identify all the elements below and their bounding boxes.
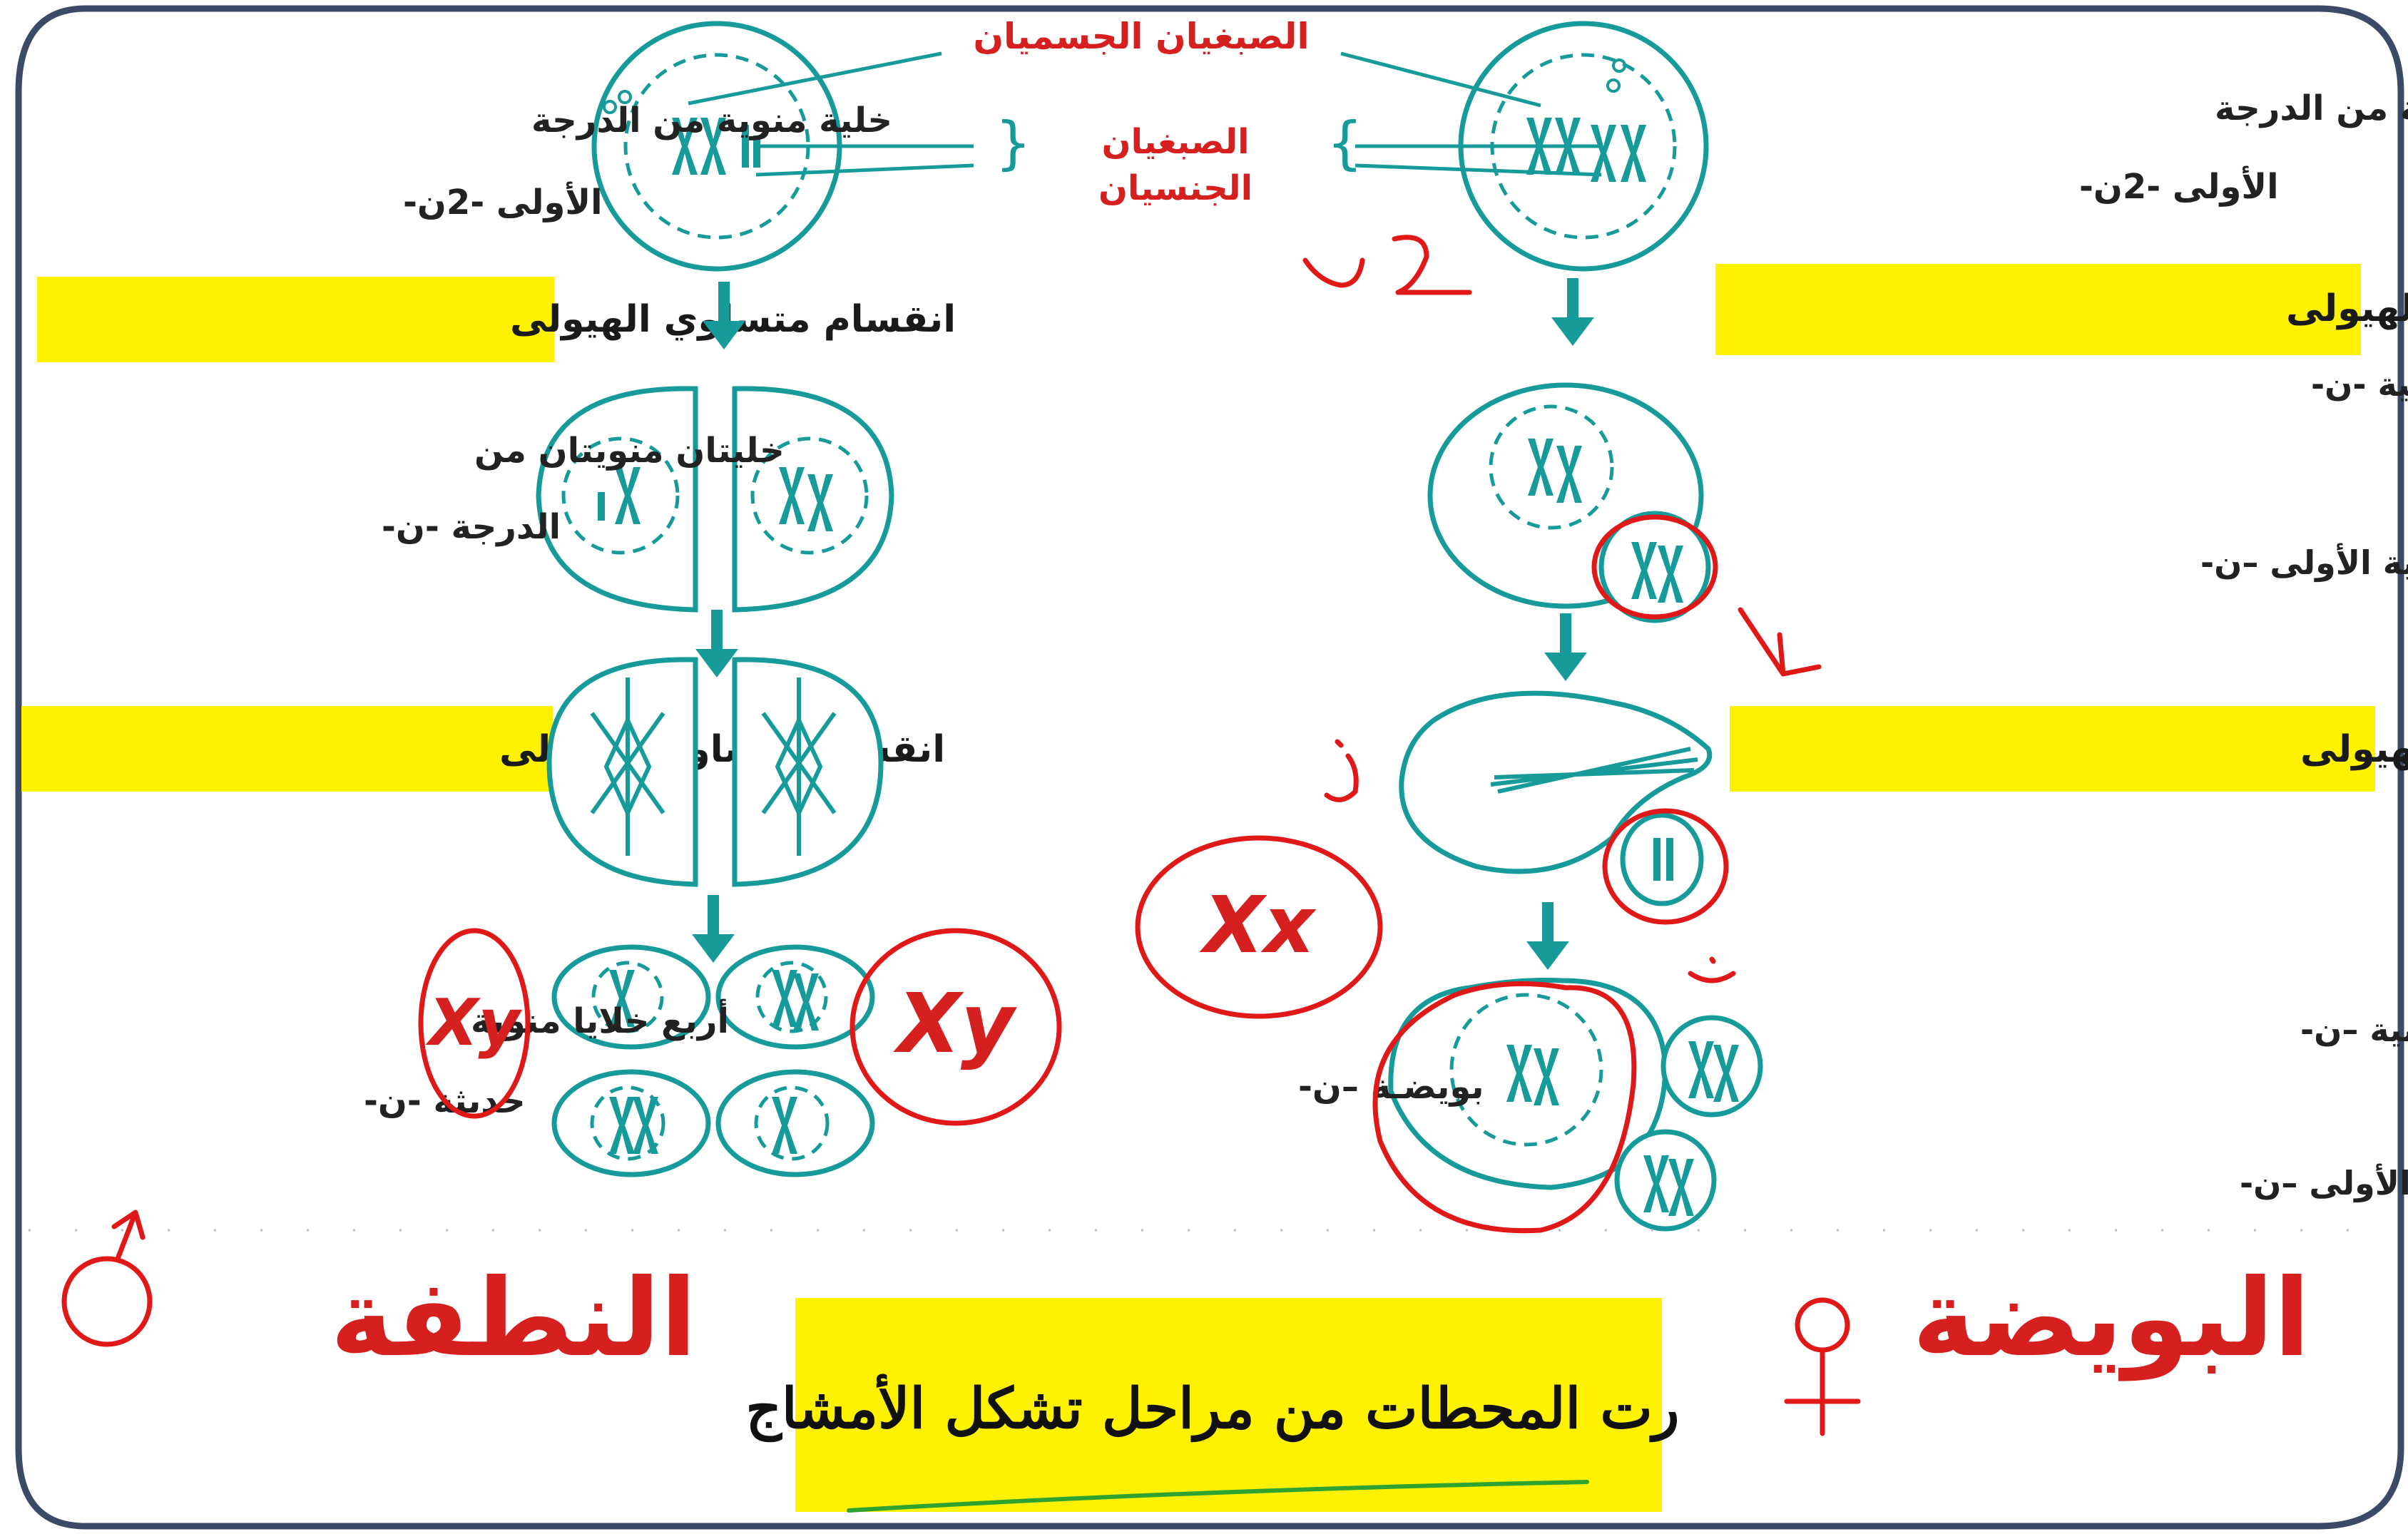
- handwritten-2n: 2 ن: [1394, 299, 1396, 300]
- secondary-oocyte-label: خلية بيضية من الدرجة الثانية -ن-: [2311, 365, 2408, 404]
- four-spermatids-cells: [551, 944, 875, 1177]
- primary-oocyte-label-2: الأولى -2ن-: [2079, 165, 2279, 207]
- svg-text:}: }: [995, 110, 1031, 176]
- handwritten-sperm-label: النطفة: [330, 1257, 697, 1381]
- handwritten-ovule-label: البويضة: [1912, 1257, 2310, 1381]
- title-box: رت المحطات من مراحل تشكل الأمشاج: [746, 1298, 1680, 1513]
- unequal-division-highlight-1: انقسام غير متساوي للهيولى: [1715, 264, 2408, 355]
- title-underline: [847, 1480, 1589, 1513]
- autosome-pointer-lines: } {: [688, 51, 1602, 177]
- ovum-label: بويضـة –ن-: [1298, 1067, 1484, 1107]
- four-spermatids-label-1: أربع خلايا منوية: [471, 998, 729, 1041]
- handwritten-xx: Xx: [1199, 879, 1317, 971]
- handwritten-xy-right: Xy: [893, 976, 1017, 1072]
- svg-text:{: {: [1327, 110, 1363, 176]
- unequal-division-highlight-2: انقسام غير متساوي للهيولى: [1730, 706, 2408, 792]
- secondary-spermatocytes-label-1: خليتان منويتان من: [474, 431, 785, 471]
- page-title: رت المحطات من مراحل تشكل الأمشاج: [746, 1374, 1680, 1443]
- primary-spermatocyte-label-2: الأولى -2ن-: [403, 181, 603, 223]
- ink-stroke: [1302, 257, 1365, 288]
- sex-chromosomes-label-1: الصبغيان: [1101, 122, 1249, 162]
- svg-text:انقسام غير متساوي للهيولى: انقسام غير متساوي للهيولى: [2286, 287, 2408, 330]
- primary-oocyte-label-1: خلية بيضية من الدرجة: [2215, 88, 2408, 128]
- dividing-spermatocytes-cells: [546, 657, 884, 887]
- handwritten-n: ن: [1712, 976, 1713, 978]
- secondary-spermatocytes-cells: [536, 386, 894, 613]
- autosomes-label: الصبغيان الجسميان: [973, 16, 1309, 57]
- ovum-and-polar-bodies: [1388, 977, 1763, 1232]
- second-polar-body-label: الكرية القطبية الثانية –ن-: [2300, 1011, 2408, 1049]
- ink-stroke: [1392, 235, 1472, 295]
- handwritten-annotations: [61, 235, 1861, 1436]
- secondary-spermatocytes-label-2: الدرجة -ن-: [382, 507, 561, 547]
- first-polar-body-label-bottom: الكرية القطبية الأولى –ن-: [2240, 1163, 2408, 1202]
- secondary-oocyte-cell: [1427, 382, 1711, 623]
- male-symbol-icon: ♂: [107, 1308, 108, 1309]
- sex-chromosomes-label-2: الجنسيان: [1098, 168, 1253, 208]
- first-polar-body-label-top: الكرية القطبية الأولى –ن-: [2200, 543, 2408, 582]
- primary-spermatocyte-label-1: خلية منوية من الدرجة: [531, 101, 892, 140]
- handwritten-xy-left: Xy: [425, 986, 522, 1060]
- svg-text:انقسام غير متساوي للهيولى: انقسام غير متساوي للهيولى: [2300, 728, 2408, 771]
- dividing-oocyte-cell: [1399, 690, 1713, 906]
